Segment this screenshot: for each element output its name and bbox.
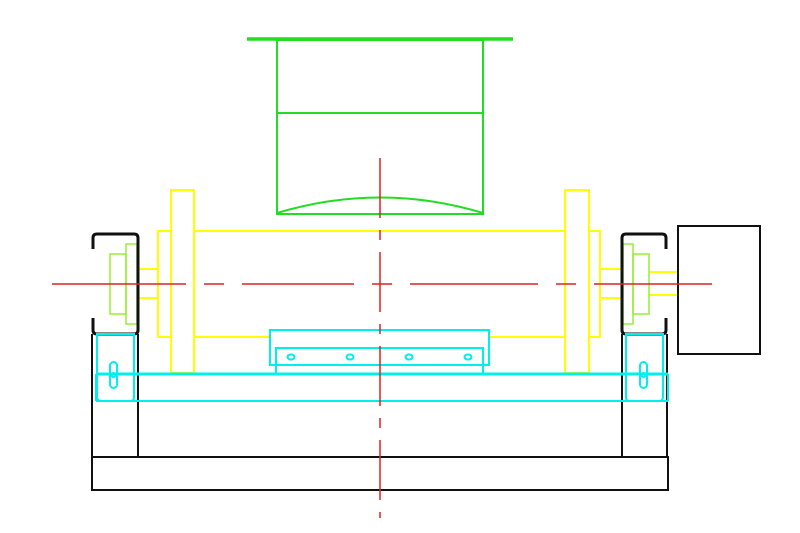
left-bracket — [96, 333, 135, 402]
right-bracket — [625, 333, 664, 402]
right-flange — [564, 189, 590, 374]
roller — [138, 189, 678, 374]
left-slot — [109, 361, 118, 389]
bolt-hole — [345, 353, 355, 361]
support-brackets — [95, 329, 669, 402]
bolt-hole — [463, 353, 473, 361]
right-slot — [639, 361, 648, 389]
left-slot-hole — [110, 372, 117, 378]
centerlines — [52, 158, 712, 518]
frame — [91, 225, 761, 491]
bolt-hole — [404, 353, 414, 361]
left-flange — [170, 189, 195, 374]
right-slot-hole — [640, 372, 647, 378]
motor-box — [677, 225, 761, 355]
bolt-hole — [286, 353, 296, 361]
